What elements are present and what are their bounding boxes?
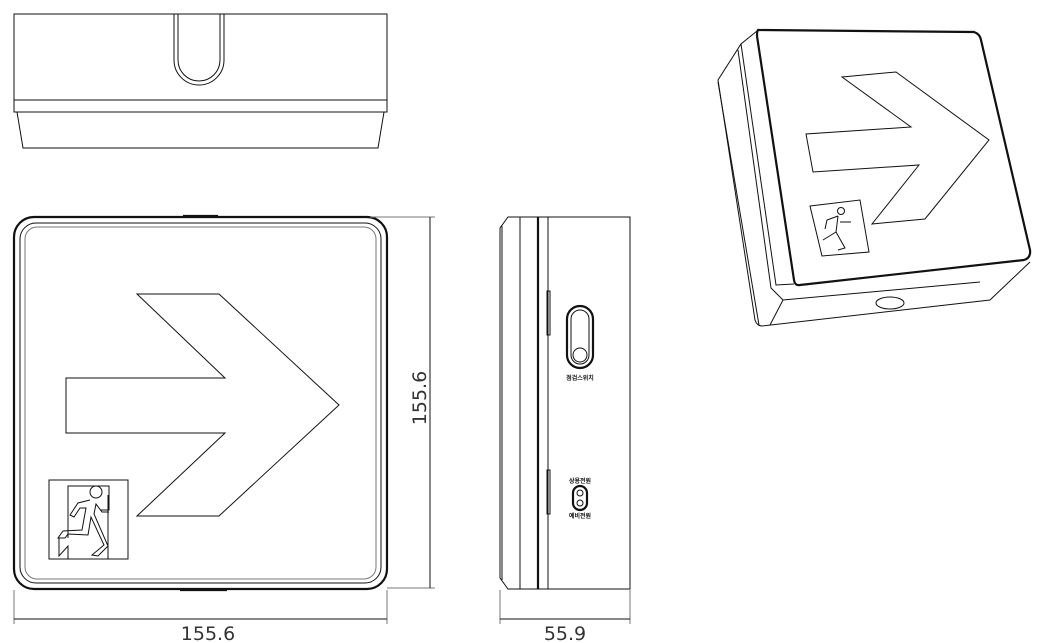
main-power-label: 상용전원: [569, 477, 591, 485]
side-view: 점검스위치 상용전원 예비전원: [499, 216, 631, 590]
running-man-exit-icon: [48, 479, 129, 560]
isometric-view: [717, 28, 1032, 327]
side-dimensions: 55.9: [499, 590, 631, 643]
front-dimensions: 155.6 155.6: [13, 216, 435, 643]
height-dimension: 155.6: [409, 371, 431, 425]
switch-label: 점검스위치: [566, 374, 594, 382]
iso-arrow-right-icon: [805, 71, 990, 225]
depth-dimension: 55.9: [544, 623, 586, 643]
arrow-right-icon: [65, 293, 340, 517]
top-view: [13, 13, 388, 149]
iso-running-man-icon: [809, 199, 870, 257]
check-switch-icon[interactable]: [565, 304, 595, 370]
front-view: [12, 214, 389, 592]
backup-power-label: 예비전원: [569, 512, 591, 520]
power-indicator-leds: [571, 484, 589, 512]
width-dimension: 155.6: [181, 623, 235, 643]
